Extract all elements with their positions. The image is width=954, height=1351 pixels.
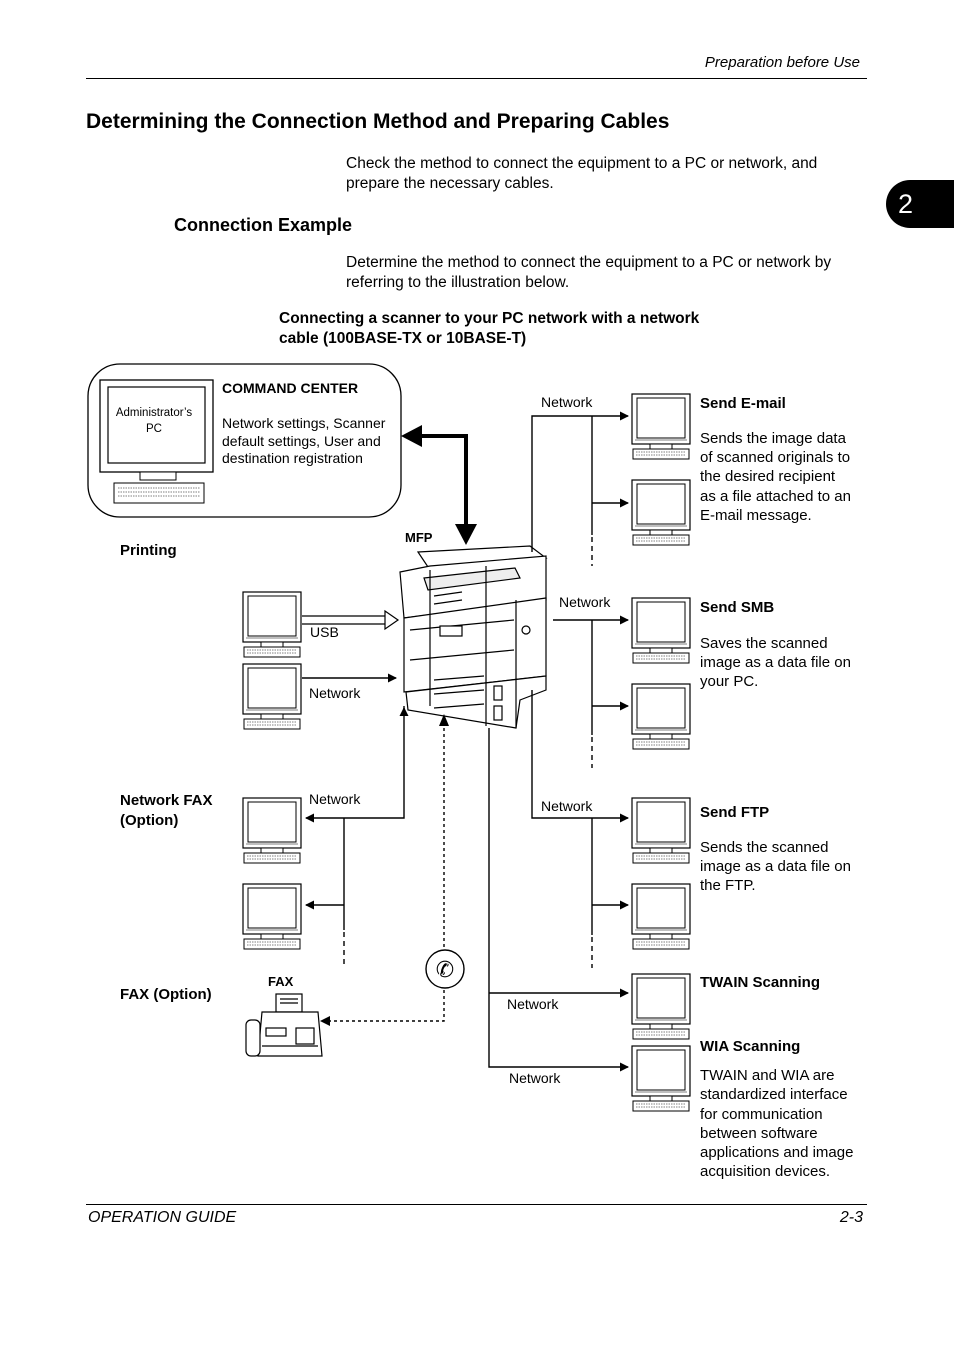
running-header: Preparation before Use xyxy=(704,54,860,71)
mfp-icon xyxy=(399,545,548,729)
wia-desc: acquisition devices. xyxy=(700,1163,830,1180)
fax-label: FAX xyxy=(268,974,294,989)
wia-desc: between software xyxy=(700,1125,818,1142)
wia-desc: applications and image xyxy=(700,1144,853,1161)
section-paragraph: Determine the method to connect the equi… xyxy=(346,253,831,292)
mfp-label: MFP xyxy=(405,530,433,545)
phone-icon: ✆ xyxy=(425,949,465,989)
command-center-arrow xyxy=(401,425,477,545)
send-ftp-heading: Send FTP xyxy=(700,804,769,821)
intro-line: Check the method to connect the equipmen… xyxy=(346,155,818,172)
send-email-desc: as a file attached to an xyxy=(700,488,851,505)
send-email-pc-icon xyxy=(631,479,691,546)
send-ftp-pc-icon xyxy=(631,797,691,864)
intro-paragraph: Check the method to connect the equipmen… xyxy=(346,154,817,193)
send-email-desc: of scanned originals to xyxy=(700,449,850,466)
caption-line: Connecting a scanner to your PC network … xyxy=(279,310,700,327)
wia-pc-icon xyxy=(631,1045,691,1112)
network-label: Network xyxy=(507,996,559,1012)
network-label: Network xyxy=(541,798,593,814)
network-fax-label: (Option) xyxy=(120,812,178,829)
usb-label: USB xyxy=(310,624,339,640)
send-smb-pc-icon xyxy=(631,683,691,750)
command-center-label: COMMAND CENTER xyxy=(222,380,358,396)
phone-arrowhead xyxy=(439,714,449,726)
fax-arrowhead xyxy=(320,1016,330,1026)
usb-arrow xyxy=(302,609,400,631)
network-label: Network xyxy=(509,1070,561,1086)
footer-page-number: 2-3 xyxy=(839,1209,863,1226)
send-ftp-desc: image as a data file on xyxy=(700,858,851,875)
section-heading: Connection Example xyxy=(174,215,353,235)
printing-pc-network-icon xyxy=(242,663,302,730)
fax-option-label: FAX (Option) xyxy=(120,986,212,1003)
network-fax-pc-icon xyxy=(242,797,302,864)
twain-heading: TWAIN Scanning xyxy=(700,974,820,991)
chapter-tab: 2 xyxy=(886,180,954,228)
network-fax-pc-icon xyxy=(242,883,302,950)
command-center-desc: default settings, User and xyxy=(222,433,381,449)
send-email-heading: Send E-mail xyxy=(700,395,786,412)
wia-desc: TWAIN and WIA are xyxy=(700,1067,834,1084)
right-network-lines xyxy=(488,411,629,1072)
network-label: Network xyxy=(541,394,593,410)
send-smb-heading: Send SMB xyxy=(700,599,774,616)
send-smb-desc: image as a data file on xyxy=(700,654,851,671)
svg-text:✆: ✆ xyxy=(436,957,454,982)
header-rule xyxy=(86,78,867,79)
send-ftp-pc-icon xyxy=(631,883,691,950)
intro-line: prepare the necessary cables. xyxy=(346,174,554,192)
printing-label: Printing xyxy=(120,542,177,559)
send-ftp-desc: Sends the scanned xyxy=(700,839,828,856)
fax-machine-icon xyxy=(245,993,323,1057)
send-ftp-desc: the FTP. xyxy=(700,877,756,894)
command-center-desc: Network settings, Scanner xyxy=(222,415,386,431)
footer-rule xyxy=(86,1204,867,1205)
section-line: referring to the illustration below. xyxy=(346,273,570,291)
printing-pc-usb-icon xyxy=(242,591,302,658)
figure-caption: Connecting a scanner to your PC network … xyxy=(279,309,699,349)
admin-pc-label: Administrator’s xyxy=(116,407,193,419)
network-label: Network xyxy=(309,685,361,701)
send-email-pc-icon xyxy=(631,393,691,460)
send-email-desc: E-mail message. xyxy=(700,507,812,524)
command-center-desc: destination registration xyxy=(222,450,363,466)
admin-pc-icon xyxy=(99,379,214,504)
send-smb-desc: your PC. xyxy=(700,673,758,690)
caption-line: cable (100BASE-TX or 10BASE-T) xyxy=(279,330,527,347)
send-smb-desc: Saves the scanned xyxy=(700,635,828,652)
network-label: Network xyxy=(559,594,611,610)
send-smb-pc-icon xyxy=(631,597,691,664)
page-title: Determining the Connection Method and Pr… xyxy=(86,110,670,133)
admin-pc-label: PC xyxy=(146,423,162,435)
send-email-desc: the desired recipient xyxy=(700,468,836,485)
wia-desc: for communication xyxy=(700,1106,823,1123)
network-label: Network xyxy=(309,791,361,807)
send-email-desc: Sends the image data xyxy=(700,430,847,447)
network-fax-label: Network FAX xyxy=(120,792,213,809)
wia-desc: standardized interface xyxy=(700,1086,848,1103)
phone-line xyxy=(327,722,445,1022)
twain-pc-icon xyxy=(631,973,691,1040)
footer-guide-title: OPERATION GUIDE xyxy=(88,1209,237,1226)
network-fax-connection xyxy=(305,706,409,968)
wia-heading: WIA Scanning xyxy=(700,1038,800,1055)
section-line: Determine the method to connect the equi… xyxy=(346,254,832,271)
